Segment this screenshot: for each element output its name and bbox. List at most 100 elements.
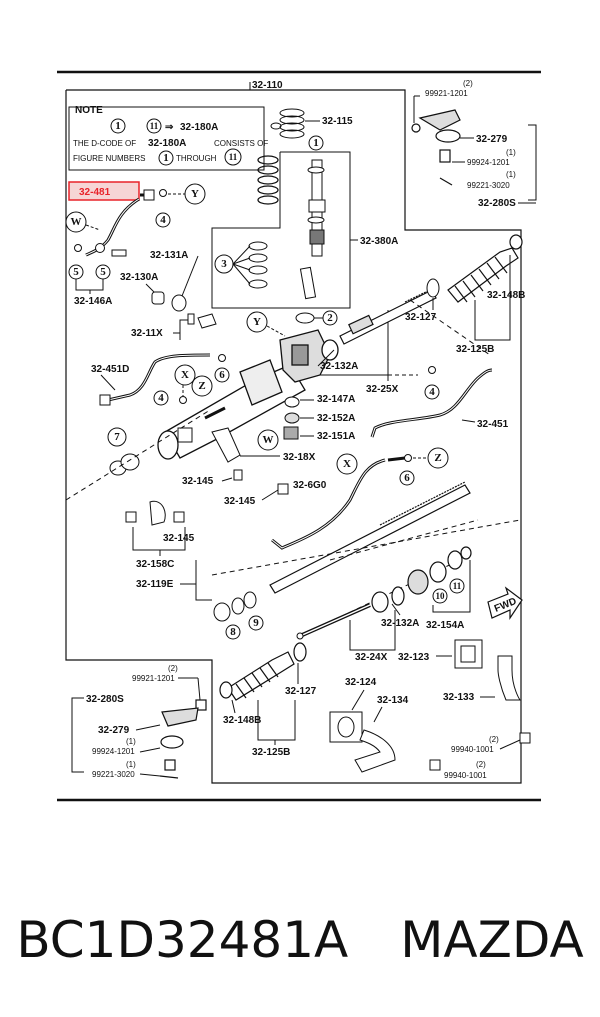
callout-3: 3: [221, 258, 227, 270]
label-32-154A: 32-154A: [426, 620, 464, 631]
steering-gear-parts-diagram: 32-110 NOTE 1 11 ⇒ 32-180A THE D-CODE OF…: [57, 70, 541, 802]
tie-rod-end-bottom: [159, 699, 207, 779]
part-top-99924: 99924-1201: [467, 158, 510, 167]
rack-lower: [269, 481, 471, 594]
label-32-145-c: 32-145: [163, 533, 195, 544]
boot-32-125B-bot: [219, 642, 307, 701]
part-bot-99924: 99924-1201: [92, 747, 135, 756]
label-32-481[interactable]: 32-481: [79, 187, 111, 198]
rack-upper: [339, 289, 437, 345]
label-32-119E: 32-119E: [136, 579, 174, 590]
note-callout-1b: 1: [163, 152, 169, 164]
brand-name: MAZDA: [400, 911, 584, 969]
pinion-shaft: [299, 159, 326, 300]
callout-4-top: 4: [160, 214, 166, 226]
label-32-145-b: 32-145: [224, 496, 256, 507]
label-32-11X: 32-11X: [131, 328, 163, 339]
part-99940-a: 99940-1001: [451, 745, 494, 754]
callout-W-top: W: [71, 216, 82, 228]
label-32-146A: 32-146A: [74, 296, 112, 307]
label-32-127-top: 32-127: [405, 312, 437, 323]
note-text-consists: CONSISTS OF: [214, 139, 268, 148]
label-32-134: 32-134: [377, 695, 409, 706]
pipe-32-451: [370, 368, 493, 438]
note-text-figure: FIGURE NUMBERS: [73, 154, 145, 163]
label-32-148B-bot: 32-148B: [223, 715, 261, 726]
note-text-dcode: THE D-CODE OF: [73, 139, 136, 148]
label-32-125B-top: 32-125B: [456, 344, 494, 355]
note-text-through: THROUGH: [176, 154, 217, 163]
label-32-124: 32-124: [345, 677, 377, 688]
label-32-279-top: 32-279: [476, 134, 508, 145]
part-footer: BC1D32481A MAZDA: [0, 890, 600, 990]
highlight-32-481: [68, 181, 140, 201]
callout-Z-right: Z: [434, 452, 441, 464]
callout-Y-gear: Y: [253, 316, 261, 328]
qty-bot-99924: (1): [126, 737, 136, 746]
callout-5-left: 5: [73, 266, 79, 278]
label-32-25X: 32-25X: [366, 384, 399, 395]
label-32-147A: 32-147A: [317, 394, 355, 405]
label-32-133: 32-133: [443, 692, 475, 703]
part-99940-b: 99940-1001: [444, 771, 487, 780]
callout-6-right: 6: [404, 472, 410, 484]
label-32-130A: 32-130A: [120, 272, 158, 283]
part-bot-99921: 99921-1201: [132, 674, 175, 683]
note-callout-11b: 11: [229, 152, 238, 162]
clamp-32-134: [354, 729, 396, 773]
seal-stack-32-115: [270, 108, 305, 139]
label-32-380A: 32-380A: [360, 236, 398, 247]
callout-X-left: X: [181, 369, 189, 381]
callout-2: 2: [327, 312, 333, 324]
bearing-stack: [257, 155, 279, 205]
label-32-115: 32-115: [322, 116, 353, 127]
callout-Z-left: Z: [198, 380, 205, 392]
label-32-123: 32-123: [398, 652, 430, 663]
label-32-280S-top: 32-280S: [478, 198, 516, 209]
callout-5-right: 5: [100, 266, 106, 278]
clamp-32-133: [497, 655, 521, 701]
label-32-145-a: 32-145: [182, 476, 214, 487]
note-arrow: ⇒: [165, 122, 174, 133]
label-32-148B-top: 32-148B: [487, 290, 525, 301]
gear-housing: [157, 329, 339, 460]
part-top-99221: 99221-3020: [467, 181, 510, 190]
callout-Y-top: Y: [191, 188, 199, 200]
qty-bot-99921: (2): [168, 664, 178, 673]
callout-10: 10: [436, 591, 446, 601]
box-32-380A: [211, 151, 351, 309]
note-title: NOTE: [75, 105, 103, 116]
callout-8: 8: [230, 626, 236, 638]
label-32-151A: 32-151A: [317, 431, 355, 442]
callout-9: 9: [253, 617, 259, 629]
fwd-arrow: FWD: [487, 586, 523, 620]
label-32-6G0: 32-6G0: [293, 480, 327, 491]
part-bot-99221: 99221-3020: [92, 770, 135, 779]
qty-bot-99221: (1): [126, 760, 136, 769]
bracket-32-18X: [211, 427, 241, 463]
label-32-158C: 32-158C: [136, 559, 174, 570]
note-callout-11: 11: [150, 121, 159, 131]
callout-1: 1: [313, 137, 319, 149]
note-text-ref: 32-180A: [148, 138, 186, 149]
callout-6-left: 6: [219, 369, 225, 381]
label-32-451D: 32-451D: [91, 364, 129, 375]
callout-X-right: X: [343, 458, 351, 470]
main-assembly-frame: [65, 89, 522, 784]
note-callout-1: 1: [115, 120, 121, 132]
label-32-110: 32-110: [252, 80, 283, 91]
qty-top-99921: (2): [463, 79, 473, 88]
label-32-127-bot: 32-127: [285, 686, 317, 697]
qty-top-99924: (1): [506, 148, 516, 157]
label-32-18X: 32-18X: [283, 452, 316, 463]
callout-W-mid: W: [263, 434, 274, 446]
boot-32-125B-top: [447, 234, 523, 303]
qty-top-99221: (1): [506, 170, 516, 179]
label-32-131A: 32-131A: [150, 250, 188, 261]
part-top-99921: 99921-1201: [425, 89, 468, 98]
tie-rod-end-top: [411, 109, 461, 186]
note-box: NOTE 1 11 ⇒ 32-180A THE D-CODE OF 32-180…: [68, 105, 268, 171]
label-32-451: 32-451: [477, 419, 509, 430]
label-32-132A-bot: 32-132A: [381, 618, 419, 629]
label-32-280S-bot: 32-280S: [86, 694, 124, 705]
